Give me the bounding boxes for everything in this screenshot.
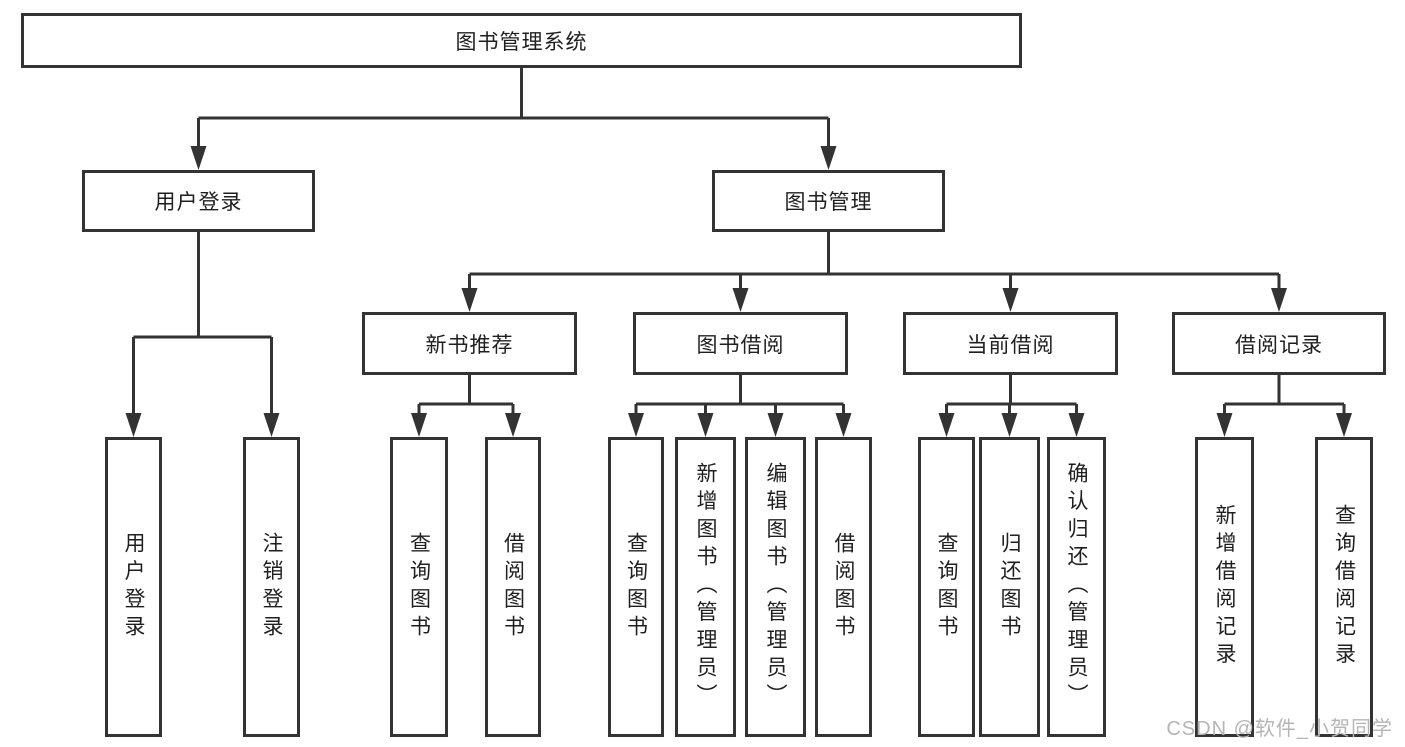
leaf-borrow-books-label: 借阅图书 — [832, 531, 855, 643]
node-new-book-recommend: 新书推荐 — [362, 312, 577, 375]
leaf-query-books-borrow-label: 查询图书 — [624, 531, 648, 643]
node-user-login-label: 用户登录 — [154, 191, 243, 214]
leaf-query-borrow-record: 查询借阅记录 — [1315, 437, 1373, 737]
connector-current-borrow-branch — [945, 375, 1078, 413]
node-new-book-recommend-label: 新书推荐 — [425, 333, 514, 357]
node-current-borrow: 当前借阅 — [903, 312, 1118, 375]
leaf-add-book-admin: 新增图书（管理员） — [675, 437, 736, 737]
node-root: 图书管理系统 — [21, 13, 1022, 68]
leaf-edit-book-admin-label: 编辑图书（管理员） — [764, 462, 787, 712]
node-book-borrow-label: 图书借阅 — [696, 333, 785, 357]
node-borrow-records-label: 借阅记录 — [1235, 333, 1323, 357]
leaf-query-books-current: 查询图书 — [918, 437, 975, 737]
connector-book-management-branch — [468, 232, 1281, 288]
leaf-add-book-admin-label: 新增图书（管理员） — [694, 462, 717, 712]
leaf-return-books-label: 归还图书 — [998, 531, 1021, 643]
leaf-logout: 注销登录 — [243, 437, 300, 737]
arrowhead-icons — [125, 146, 1352, 437]
leaf-borrow-books-recommend: 借阅图书 — [485, 437, 541, 737]
leaf-add-borrow-record: 新增借阅记录 — [1195, 437, 1254, 737]
connector-new-book-branch — [417, 375, 515, 413]
leaf-edit-book-admin: 编辑图书（管理员） — [745, 437, 806, 737]
node-current-borrow-label: 当前借阅 — [966, 333, 1055, 357]
node-root-label: 图书管理系统 — [455, 30, 588, 54]
node-borrow-records: 借阅记录 — [1172, 312, 1386, 375]
leaf-query-borrow-record-label: 查询借阅记录 — [1332, 503, 1356, 671]
leaf-borrow-books: 借阅图书 — [815, 437, 872, 737]
node-user-login: 用户登录 — [82, 170, 315, 232]
leaf-user-login: 用户登录 — [105, 437, 162, 737]
leaf-add-borrow-record-label: 新增借阅记录 — [1213, 503, 1236, 671]
connector-user-login-branch — [132, 232, 273, 413]
connector-root-to-level2 — [197, 68, 830, 146]
leaf-user-login-label: 用户登录 — [122, 531, 145, 643]
node-book-management: 图书管理 — [712, 170, 945, 232]
csdn-watermark: CSDN @软件_小贺同学 — [1166, 718, 1393, 740]
connector-book-borrow-branch — [634, 375, 845, 413]
node-book-borrow: 图书借阅 — [633, 312, 848, 375]
connector-borrow-record-branch — [1223, 375, 1346, 413]
leaf-confirm-return-admin-label: 确认归还（管理员） — [1065, 462, 1088, 712]
leaf-query-books-recommend-label: 查询图书 — [407, 531, 431, 643]
leaf-confirm-return-admin: 确认归还（管理员） — [1047, 437, 1106, 737]
leaf-return-books: 归还图书 — [979, 437, 1040, 737]
leaf-borrow-books-recommend-label: 借阅图书 — [501, 531, 525, 643]
leaf-logout-label: 注销登录 — [260, 531, 283, 643]
node-book-management-label: 图书管理 — [784, 191, 873, 214]
leaf-query-books-current-label: 查询图书 — [935, 531, 958, 643]
leaf-query-books-borrow: 查询图书 — [608, 437, 664, 737]
leaf-query-books-recommend: 查询图书 — [390, 437, 448, 737]
